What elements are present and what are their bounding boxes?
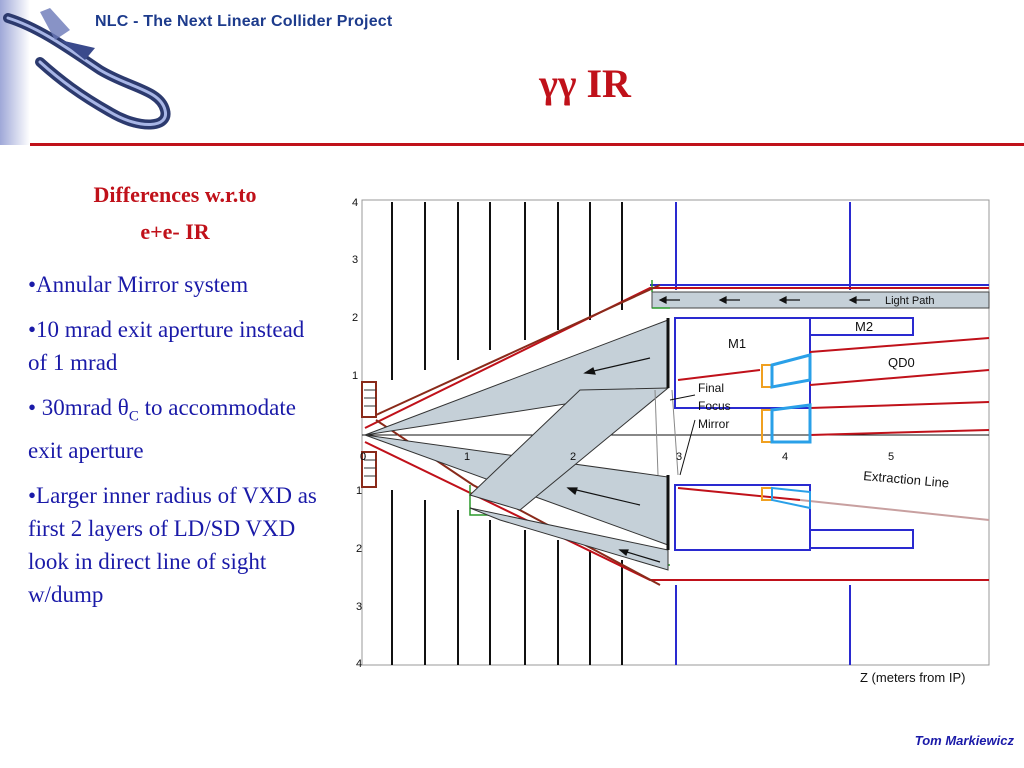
subtitle-line-2: e+e- IR: [140, 219, 210, 244]
x-tick-labels: 0 1 2 3 4 5: [360, 451, 894, 463]
bullet-list: •Annular Mirror system •10 mrad exit ape…: [28, 268, 318, 623]
label-focus: Focus: [698, 399, 731, 413]
header-title: NLC - The Next Linear Collider Project: [95, 13, 393, 30]
x-tick: 4: [782, 451, 788, 463]
light-path-bar: [651, 291, 990, 309]
footer-author: Tom Markiewicz: [914, 733, 1014, 748]
label-m1: M1: [728, 336, 746, 351]
y-tick: 0: [360, 451, 366, 463]
y-tick: 1: [352, 370, 358, 382]
x-tick: 0: [360, 451, 366, 463]
x-tick: 2: [570, 451, 576, 463]
y-tick: 4: [352, 197, 358, 209]
x-tick: 1: [464, 451, 470, 463]
label-m2: M2: [855, 319, 873, 334]
y-tick: 2: [356, 543, 362, 555]
detector-lines: [391, 202, 623, 665]
cone-arrows: [566, 357, 661, 563]
mirror-light-cones: [364, 319, 670, 571]
y-tick: 2: [352, 312, 358, 324]
label-mirror: Mirror: [698, 417, 729, 431]
light-path-label: Light Path: [885, 295, 935, 307]
title-divider: [30, 143, 1024, 146]
quad-segments: [761, 353, 812, 510]
bullet-crossing-angle: • 30mrad θC to accommodate exit aperture: [28, 391, 318, 467]
y-tick: 3: [352, 254, 358, 266]
flange-hatch: [364, 389, 376, 477]
subtitle: Differences w.r.to e+e- IR: [40, 176, 310, 250]
y-tick-labels: 4 3 2 1 0 1 2 3 4: [352, 197, 366, 670]
label-extraction-line: Extraction Line: [863, 468, 950, 490]
slide-title: γγ IR: [539, 61, 631, 106]
nlc-logo: [0, 0, 180, 145]
callout-lines: [669, 394, 696, 476]
bullet-vxd-radius: •Larger inner radius of VXD as first 2 l…: [28, 482, 317, 607]
label-qd0: QD0: [888, 355, 915, 370]
bullet-exit-aperture: •10 mrad exit aperture instead of 1 mrad: [28, 317, 305, 375]
bullet-crossing-angle-post: to accommodate exit aperture: [28, 395, 296, 463]
subtitle-line-1: Differences w.r.to: [93, 182, 257, 207]
x-tick: 5: [888, 451, 894, 463]
light-path-arrows: [658, 296, 870, 304]
ir-layout-diagram: Light Path: [340, 190, 1000, 690]
y-tick: 1: [356, 485, 362, 497]
x-tick: 3: [676, 451, 682, 463]
label-z-axis: Z (meters from IP): [860, 670, 965, 685]
bullet-crossing-angle-pre: • 30mrad θ: [28, 395, 129, 420]
theta-subscript: C: [128, 408, 139, 425]
y-tick: 4: [356, 658, 362, 670]
y-tick: 3: [356, 601, 362, 613]
mirror-support: [654, 389, 679, 476]
bullet-annular-mirror: •Annular Mirror system: [28, 272, 249, 297]
label-final: Final: [698, 381, 724, 395]
